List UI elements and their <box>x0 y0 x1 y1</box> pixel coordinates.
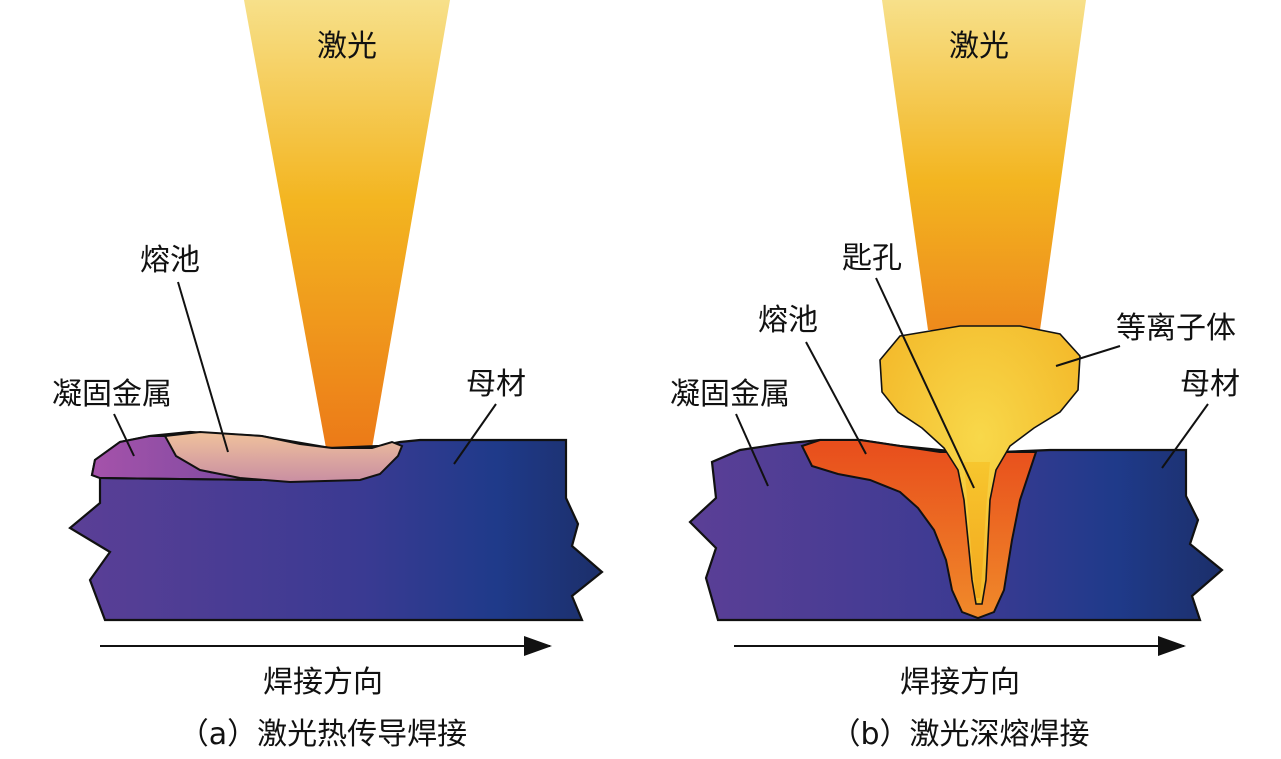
laser-label-b: 激光 <box>949 29 1009 64</box>
base-metal-label-b: 母材 <box>1180 367 1240 402</box>
keyhole-leader-b <box>875 277 975 489</box>
keyhole-b <box>964 462 990 598</box>
molten-pool-label-a: 熔池 <box>140 243 200 278</box>
molten-pool-leader-b <box>805 341 867 455</box>
laser-beam-a <box>244 0 450 448</box>
keyhole-label-b: 匙孔 <box>842 241 902 276</box>
welding-direction-label-b: 焊接方向 <box>900 665 1020 700</box>
solidified-metal-label-b: 凝固金属 <box>670 377 790 412</box>
base-metal-label-a: 母材 <box>466 367 526 402</box>
welding-direction-label-a: 焊接方向 <box>263 665 383 700</box>
laser-beam-b <box>882 0 1086 330</box>
base-metal-leader-a <box>453 403 497 465</box>
laser-label-a: 激光 <box>317 29 377 64</box>
molten-pool-label-b: 熔池 <box>758 303 818 338</box>
molten-pool-leader-a <box>177 281 229 453</box>
molten-pool-a <box>163 430 404 484</box>
solidified-metal-label-a: 凝固金属 <box>52 377 172 412</box>
panel-a: 激光 熔池 凝固金属 母材 焊接方向 （a）激光热传导焊接 <box>52 0 604 752</box>
panel-b: 激光 匙孔 熔池 等离子体 凝固金属 母材 焊接方向 （b）激光深熔焊接 <box>670 0 1240 752</box>
plasma-leader-b <box>1055 345 1121 367</box>
solidified-metal-leader-b <box>735 413 769 487</box>
base-metal-leader-b <box>1161 403 1209 469</box>
caption-b: （b）激光深熔焊接 <box>830 717 1089 752</box>
solidified-metal-leader-a <box>113 413 135 457</box>
caption-a: （a）激光热传导焊接 <box>179 717 467 752</box>
plasma-label-b: 等离子体 <box>1116 311 1236 346</box>
